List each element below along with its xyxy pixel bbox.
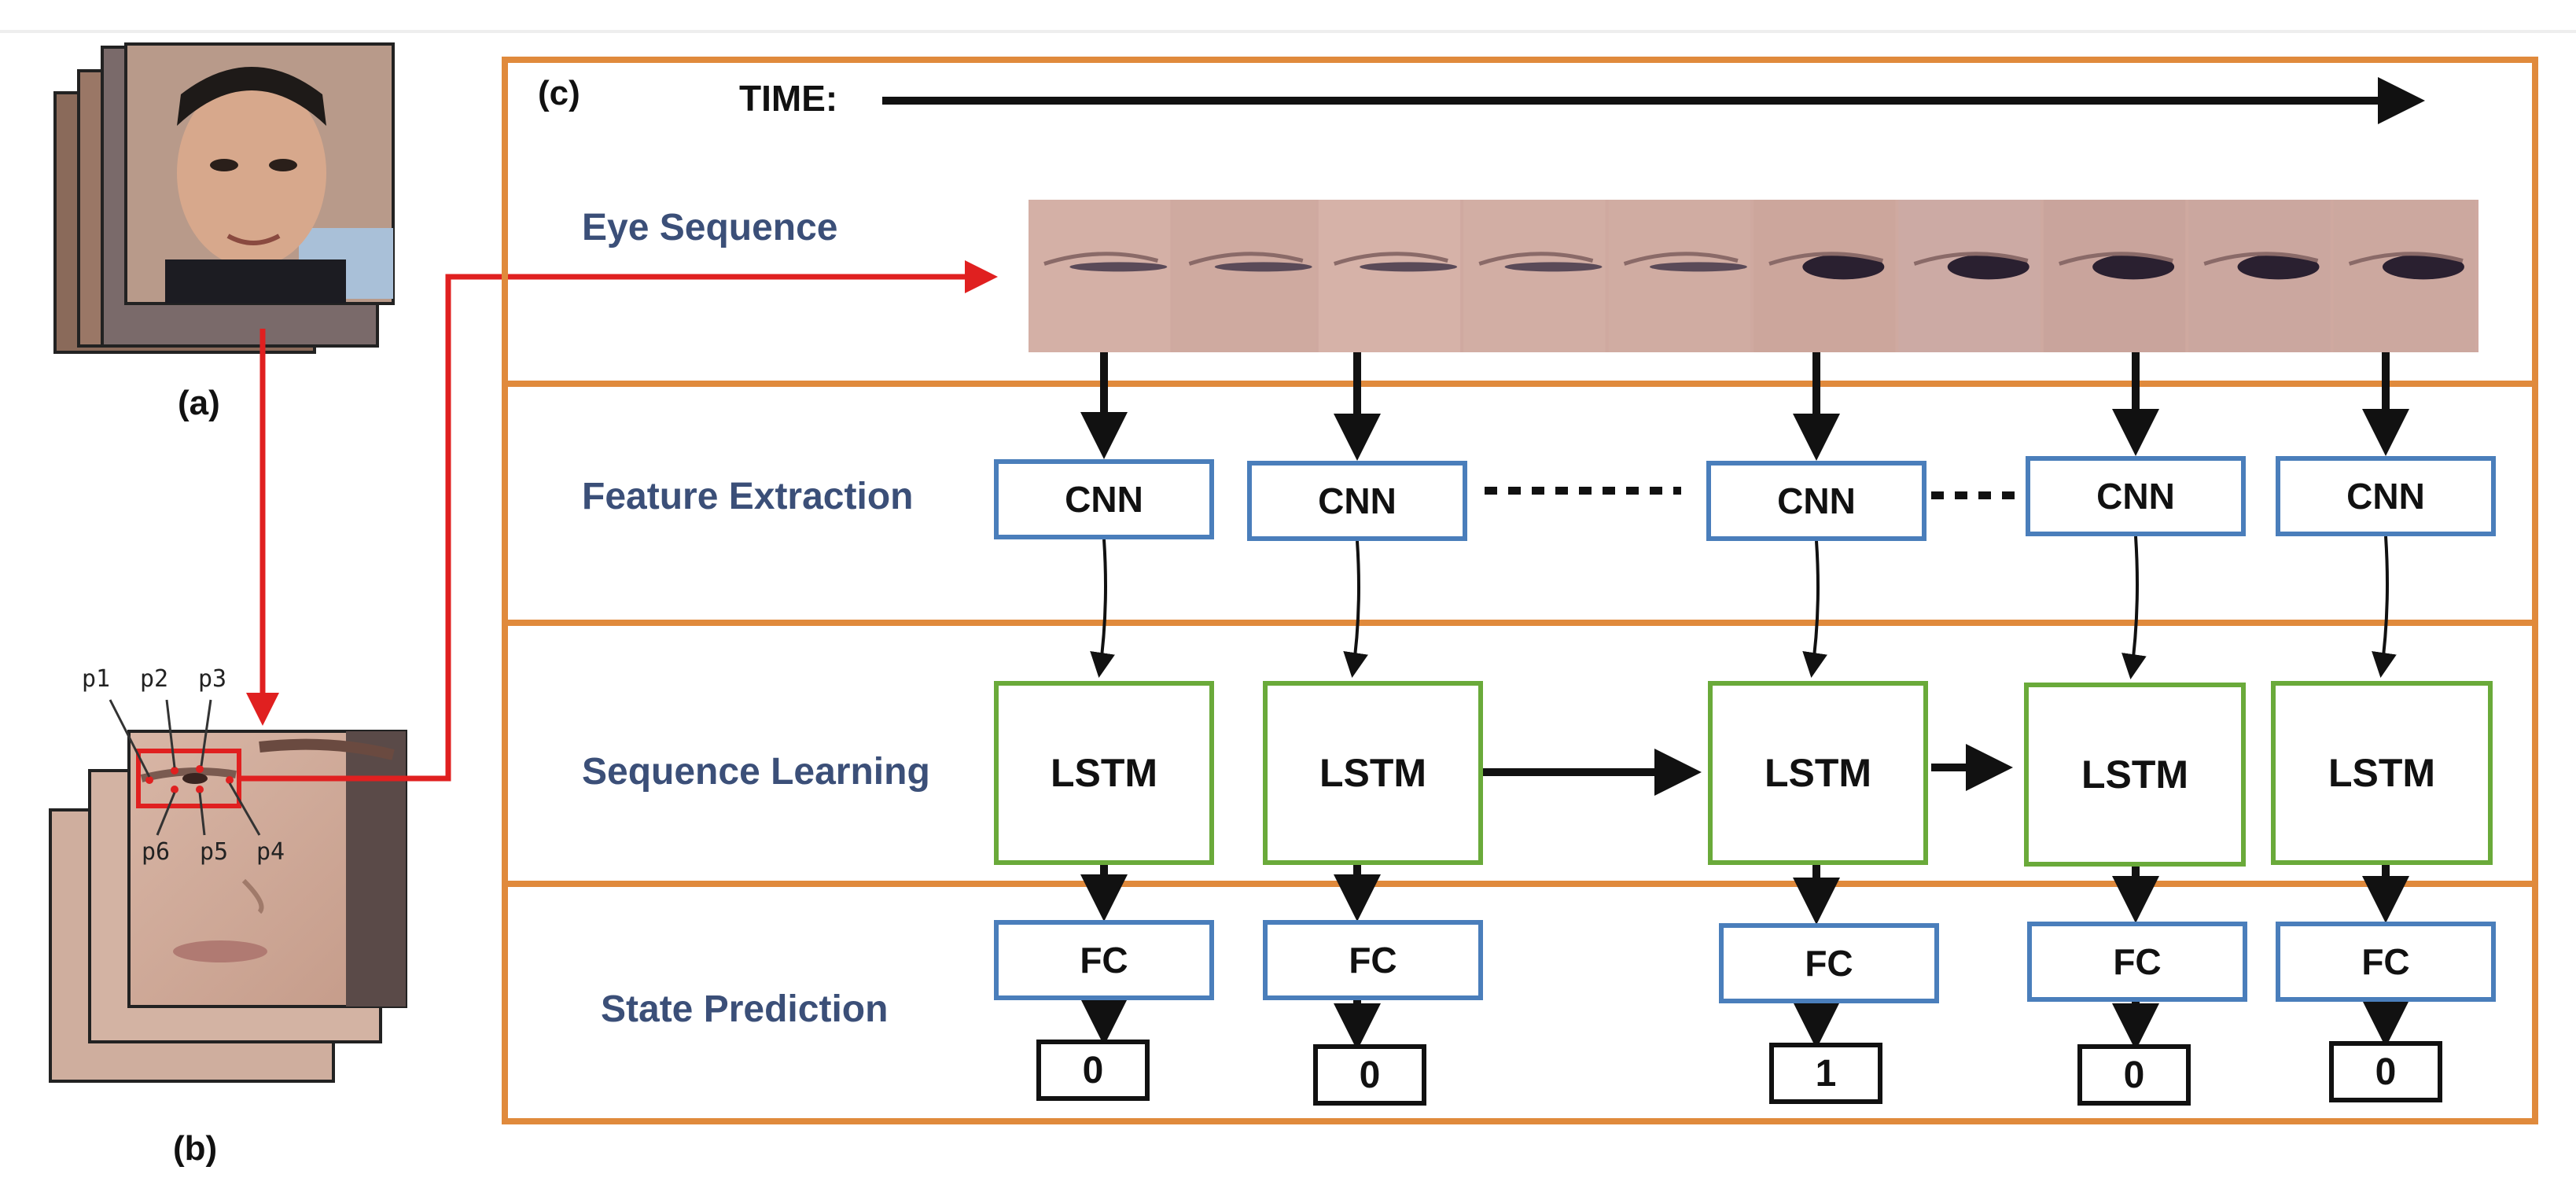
cnn-box-1: CNN <box>994 459 1214 539</box>
panel-label-a: (a) <box>178 384 220 422</box>
landmark-label-p1: p1 <box>82 665 111 693</box>
landmark-label-p3: p3 <box>198 665 227 693</box>
output-box-2: 0 <box>1313 1044 1426 1106</box>
lstm-box-5: LSTM <box>2271 681 2493 865</box>
eye-shape-5 <box>1649 262 1747 272</box>
output-box-1: 0 <box>1036 1040 1150 1101</box>
arrow-cnn-to-lstm-1 <box>1090 539 1115 678</box>
arrow-cnn-to-lstm-3 <box>1802 540 1827 678</box>
output-box-3: 1 <box>1769 1043 1882 1104</box>
eye-frame-4 <box>1463 200 1606 352</box>
eyelid-line-7 <box>1913 252 2029 266</box>
face-frames-b <box>49 699 407 1083</box>
eye-shape-1 <box>1069 262 1168 272</box>
lstm-box-1: LSTM <box>994 681 1214 865</box>
landmark-label-p6: p6 <box>142 838 171 866</box>
panel-c-frame <box>502 57 2538 1124</box>
eyelid-line-1 <box>1043 252 1159 266</box>
eye-frame-2 <box>1173 200 1316 352</box>
face-frames-a <box>53 42 395 354</box>
cnn-box-5: CNN <box>2276 456 2496 536</box>
eye-shape-10 <box>2382 254 2464 280</box>
eye-frame-1 <box>1029 200 1171 352</box>
row-title-sequence-learning: Sequence Learning <box>582 751 930 793</box>
lstm-box-2: LSTM <box>1263 681 1483 865</box>
row-title-eye-sequence: Eye Sequence <box>582 207 838 248</box>
eye-shape-2 <box>1214 262 1312 272</box>
panel-label-c: (c) <box>538 74 580 112</box>
eye-sequence-strip <box>1029 200 2478 352</box>
row-title-feature-extraction: Feature Extraction <box>582 476 914 517</box>
eye-shape-9 <box>2237 254 2320 280</box>
panel-label-b: (b) <box>173 1129 218 1168</box>
landmark-label-p5: p5 <box>200 838 229 866</box>
fc-box-1: FC <box>994 920 1214 1000</box>
eye-shape-8 <box>2092 254 2175 280</box>
eye-shape-3 <box>1360 262 1458 272</box>
eye-shape-4 <box>1504 262 1603 272</box>
cnn-box-3: CNN <box>1706 461 1926 541</box>
eyelid-line-3 <box>1334 252 1448 266</box>
fc-box-4: FC <box>2027 922 2247 1002</box>
lstm-box-3: LSTM <box>1708 681 1928 865</box>
eyelid-line-6 <box>1768 252 1884 266</box>
arrow-cnn-to-lstm-4 <box>2122 535 2147 679</box>
fc-box-2: FC <box>1263 920 1483 1000</box>
output-box-5: 0 <box>2329 1041 2442 1102</box>
eyelid-line-2 <box>1188 252 1304 266</box>
eyelid-line-4 <box>1478 252 1594 266</box>
row-title-state-prediction: State Prediction <box>601 988 889 1030</box>
output-box-4: 0 <box>2077 1044 2191 1106</box>
eye-frame-5 <box>1608 200 1750 352</box>
eyelid-line-8 <box>2059 252 2173 266</box>
fc-box-3: FC <box>1719 923 1939 1003</box>
arrow-cnn-to-lstm-5 <box>2372 535 2397 678</box>
cnn-box-4: CNN <box>2026 456 2246 536</box>
lstm-box-4: LSTM <box>2024 683 2246 867</box>
fc-box-5: FC <box>2276 922 2496 1002</box>
time-label: TIME: <box>739 78 838 119</box>
eyelid-line-9 <box>2203 252 2319 266</box>
eye-shape-6 <box>1802 254 1885 280</box>
arrow-cnn-to-lstm-2 <box>1343 540 1368 678</box>
landmark-label-p4: p4 <box>256 838 285 866</box>
cnn-box-2: CNN <box>1247 461 1467 541</box>
eyelid-line-10 <box>2348 252 2464 266</box>
eye-shape-7 <box>1947 254 2030 280</box>
eyelid-line-5 <box>1623 252 1739 266</box>
red-connectors <box>239 260 998 782</box>
eye-frame-3 <box>1318 200 1461 352</box>
landmark-label-p2: p2 <box>140 665 169 693</box>
